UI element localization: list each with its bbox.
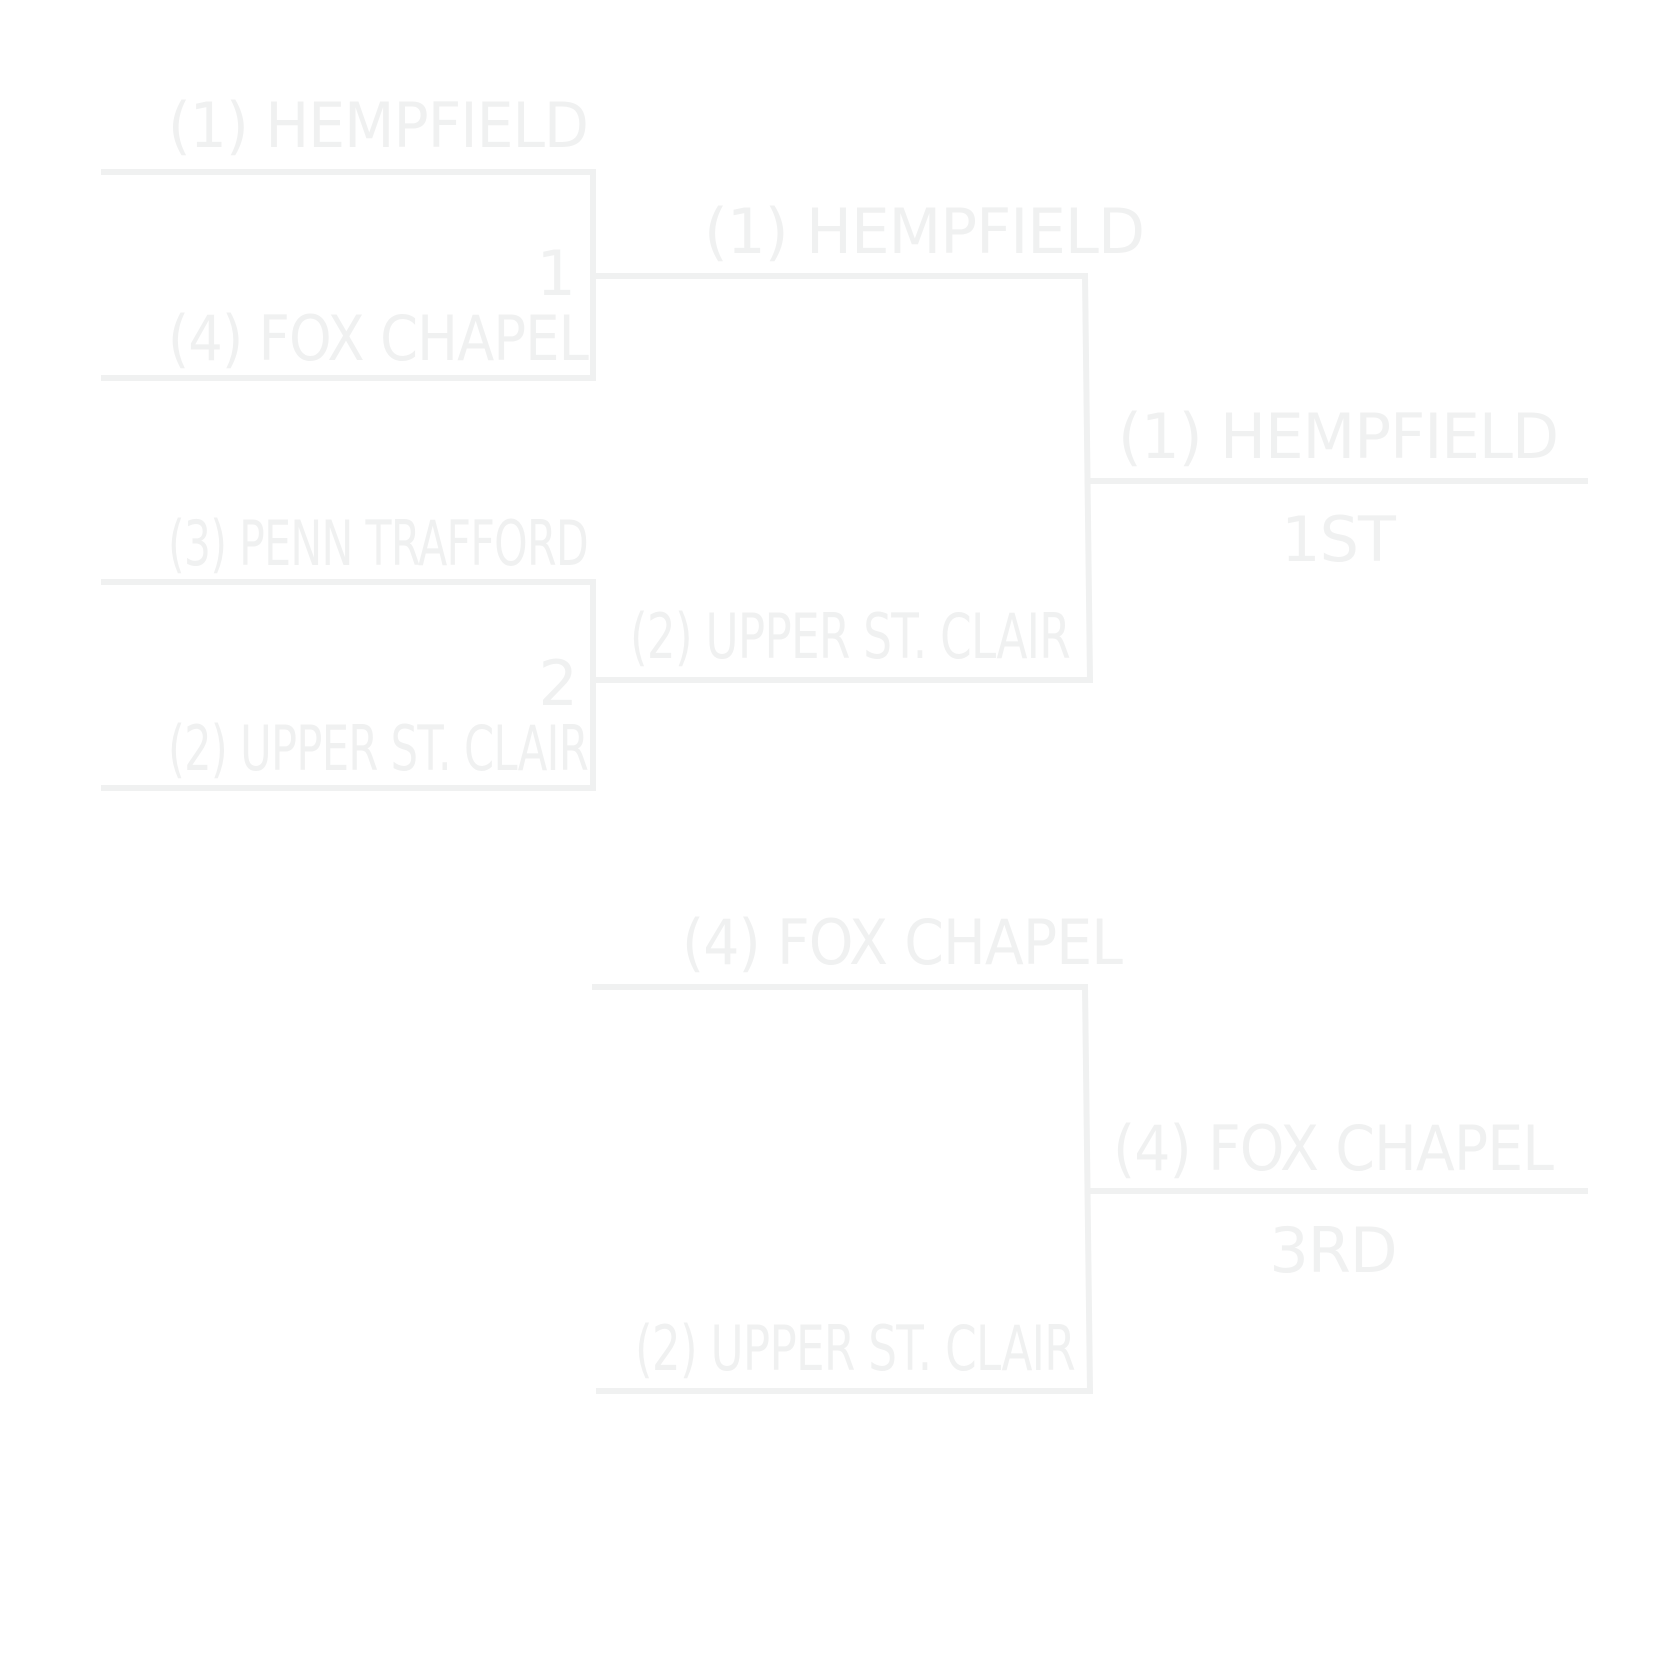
championship-top-team: (1) HEMPFIELD: [704, 195, 1144, 268]
semifinal-2-game-number: 2: [539, 647, 577, 720]
championship-place-label: 1ST: [1281, 503, 1397, 576]
third-place-top-team: (4) FOX CHAPEL: [682, 906, 1123, 979]
championship-bottom-team: (2) UPPER ST. CLAIR: [630, 600, 1070, 673]
championship-winner: (1) HEMPFIELD: [1118, 400, 1558, 473]
semifinal-2: (3) PENN TRAFFORD (2) UPPER ST. CLAIR 2: [101, 507, 596, 791]
third-place-bottom-team: (2) UPPER ST. CLAIR: [635, 1312, 1075, 1385]
semifinal-1-game-number: 1: [537, 237, 575, 310]
championship: (1) HEMPFIELD (2) UPPER ST. CLAIR (1) HE…: [593, 195, 1588, 683]
semifinal-1: (1) HEMPFIELD (4) FOX CHAPEL 1: [101, 89, 596, 381]
semifinal-1-bottom-team: (4) FOX CHAPEL: [168, 302, 589, 375]
semifinal-2-bracket-line: [101, 579, 596, 791]
third-place-place-label: 3RD: [1269, 1214, 1396, 1287]
semifinal-2-top-team: (3) PENN TRAFFORD: [168, 507, 588, 580]
semifinal-2-bottom-team: (2) UPPER ST. CLAIR: [168, 712, 588, 785]
third-place: (4) FOX CHAPEL (2) UPPER ST. CLAIR (4) F…: [592, 906, 1588, 1394]
semifinal-1-top-team: (1) HEMPFIELD: [168, 89, 588, 162]
third-place-winner: (4) FOX CHAPEL: [1113, 1112, 1554, 1185]
